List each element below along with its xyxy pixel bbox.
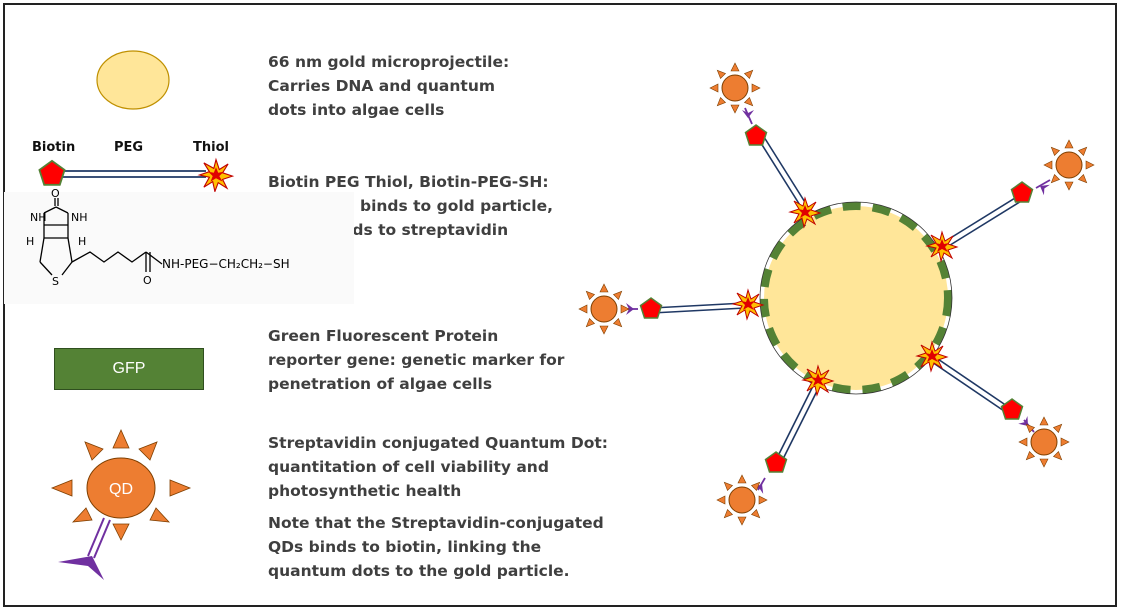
biotin-peg-thiol-icon xyxy=(38,159,234,193)
chem-h-right: H xyxy=(78,235,86,248)
biotin-peg-sh-structure xyxy=(4,192,354,304)
chem-nh-left: NH xyxy=(30,211,47,224)
gfp-description: Green Fluorescent Protein reporter gene:… xyxy=(268,327,565,393)
streptavidin-icon xyxy=(58,556,104,580)
chem-o-bottom: O xyxy=(143,274,152,287)
peg-label: PEG xyxy=(114,140,144,155)
chem-nh-right: NH xyxy=(71,211,88,224)
chem-tail: NH-PEG−CH₂CH₂−SH xyxy=(162,257,290,271)
thiol-label: Thiol xyxy=(193,140,229,155)
assembled-particle xyxy=(578,62,1095,526)
chem-o-top: O xyxy=(51,187,60,200)
note-text: Note that the Streptavidin-conjugated QD… xyxy=(268,514,604,580)
qd-label: QD xyxy=(109,481,133,498)
gold-particle-icon xyxy=(96,50,170,110)
biotin-label: Biotin xyxy=(32,140,76,155)
gfp-label: GFP xyxy=(112,360,146,377)
qd-description: Streptavidin conjugated Quantum Dot: qua… xyxy=(268,434,608,500)
quantum-dot-icon xyxy=(50,429,192,580)
chem-h-left: H xyxy=(26,235,34,248)
chem-s: S xyxy=(52,275,59,288)
thiol-starburst-icon xyxy=(198,159,234,193)
biotin-pentagon-icon xyxy=(38,159,66,186)
gfp-gene-box: GFP xyxy=(54,348,204,390)
peg-linker-description: Biotin PEG Thiol, Biotin-PEG-SH: Thiol (… xyxy=(268,173,553,239)
gold-description: 66 nm gold microprojectile: Carries DNA … xyxy=(268,53,510,119)
